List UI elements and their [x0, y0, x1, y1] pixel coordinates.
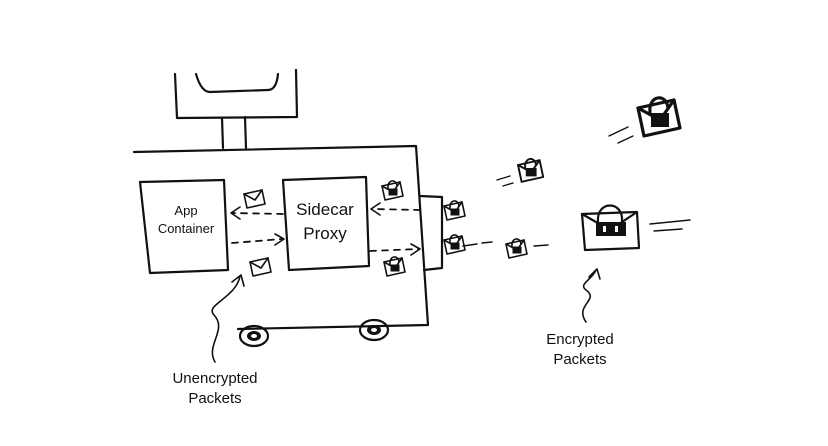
arrow-proxy-to-outside [369, 243, 421, 256]
sidecar-proxy-label-line2: Proxy [303, 223, 347, 243]
sidecar-proxy-label: Sidecar Proxy [284, 198, 366, 246]
locked-envelope-icon [517, 157, 545, 183]
unencrypted-packets-label: Unencrypted Packets [150, 369, 280, 410]
encrypted-packets-line1: Encrypted [546, 331, 614, 348]
unencrypted-packets-line1: Unencrypted [172, 370, 258, 387]
pointer-encrypted [581, 268, 601, 323]
app-container-label: App Container [148, 202, 224, 237]
app-container-label-line2: Container [157, 220, 215, 236]
truck-side-box [418, 194, 444, 272]
wheel-icon [358, 318, 390, 342]
sidecar-proxy-box [281, 175, 371, 272]
locked-envelope-icon [636, 96, 682, 138]
envelope-icon [243, 189, 266, 209]
locked-envelope-icon [443, 234, 466, 255]
locked-envelope-icon [505, 238, 528, 259]
encrypted-packets-line2: Packets [553, 351, 607, 369]
arrow-app-to-proxy [231, 233, 285, 246]
locked-envelope-icon [383, 256, 406, 277]
locked-envelope-icon [381, 180, 404, 201]
sidecar-proxy-label-line1: Sidecar [296, 200, 354, 219]
arrow-proxy-to-app [230, 206, 284, 220]
app-container-box [138, 178, 230, 275]
pointer-unencrypted [211, 274, 245, 363]
envelope-icon [249, 257, 272, 277]
truck-body [132, 144, 430, 331]
big-locked-envelope-icon [580, 204, 641, 252]
arrow-outside-to-proxy [370, 202, 421, 216]
wheel-icon [238, 324, 270, 348]
encrypted-packets-label: Encrypted Packets [520, 330, 640, 371]
locked-envelope-icon [443, 200, 466, 221]
app-container-label-line1: App [174, 203, 198, 218]
unencrypted-packets-line2: Packets [188, 390, 242, 408]
monitor [173, 68, 299, 150]
